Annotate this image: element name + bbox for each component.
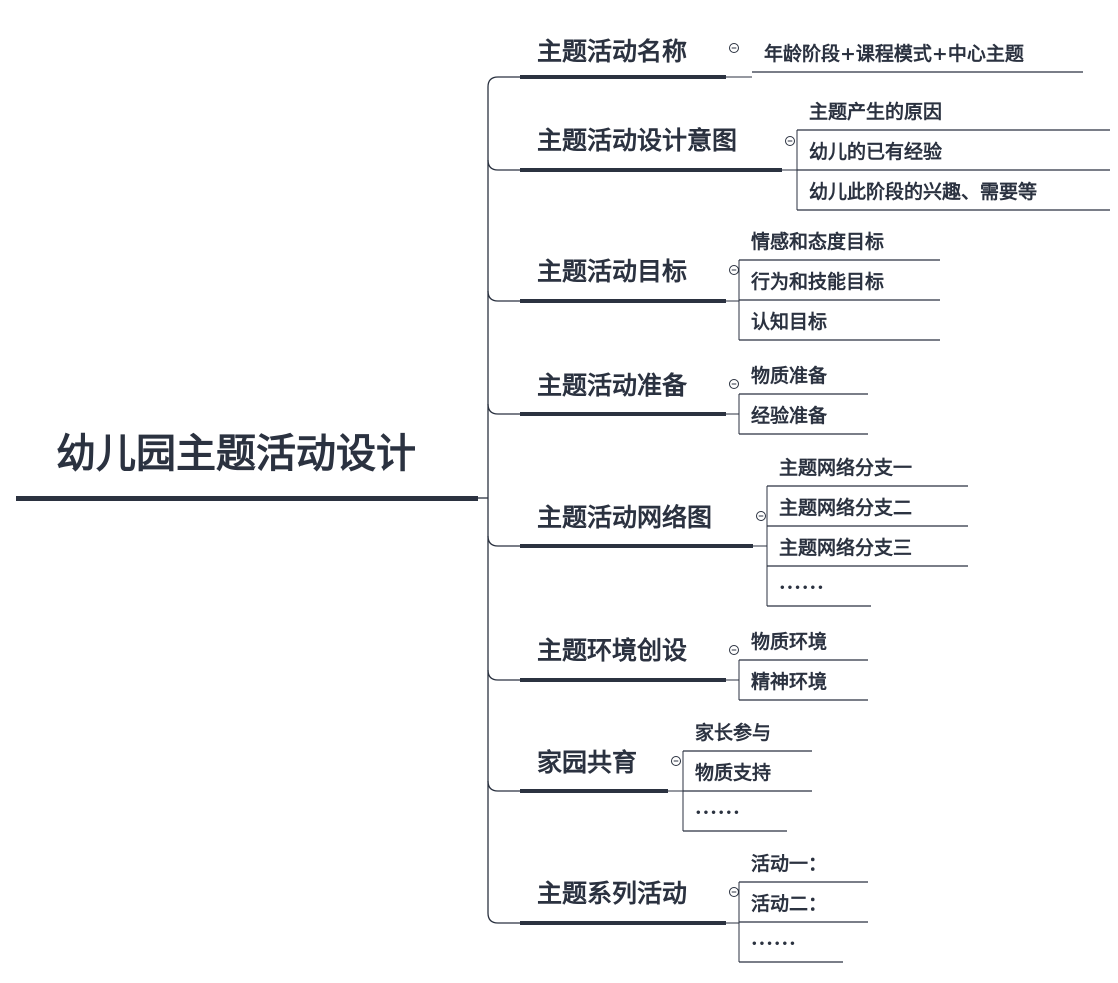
leaf-lines	[668, 71, 1110, 963]
leaf-label[interactable]: 物质支持	[695, 762, 772, 784]
collapse-circle-icon[interactable]	[729, 887, 739, 897]
leaf-label[interactable]: 幼儿此阶段的兴趣、需要等	[809, 181, 1038, 203]
branch-connector-5	[487, 535, 520, 547]
leaf-label[interactable]: 精神环境	[751, 671, 828, 693]
branch-underline-3	[520, 299, 726, 303]
branch-connector-6	[487, 669, 520, 681]
leaf-label[interactable]: 物质准备	[751, 365, 828, 387]
leaf-label[interactable]: 主题网络分支一	[779, 457, 913, 479]
collapse-circle-icon[interactable]	[729, 645, 739, 655]
branch-underline-5	[520, 544, 753, 548]
branch-underlines	[520, 75, 782, 925]
main-trunk	[487, 76, 499, 924]
leaf-label[interactable]: 活动二：	[751, 893, 828, 915]
branch-label-4[interactable]: 主题活动准备	[537, 371, 688, 400]
leaf-label[interactable]: 主题产生的原因	[809, 101, 943, 123]
branch-label-5[interactable]: 主题活动网络图	[537, 503, 713, 532]
root-underline	[16, 496, 478, 501]
branch-connector-3	[487, 290, 520, 302]
branch-underline-2	[520, 168, 782, 172]
branch-underline-7	[520, 789, 668, 793]
branch-label-6[interactable]: 主题环境创设	[537, 636, 688, 665]
leaf-label[interactable]: 物质环境	[751, 631, 828, 653]
leaf-label[interactable]: 经验准备	[751, 405, 828, 427]
branch-connectors	[487, 76, 520, 924]
branch-underline-1	[520, 75, 726, 79]
leaf-label[interactable]: 行为和技能目标	[751, 271, 885, 293]
branch-underline-8	[520, 921, 726, 925]
leaf-label[interactable]: 幼儿的已有经验	[809, 141, 943, 163]
branch-label-8[interactable]: 主题系列活动	[537, 879, 688, 908]
collapse-circle-icon[interactable]	[729, 43, 739, 53]
leaf-label[interactable]: 情感和态度目标	[751, 231, 885, 253]
leaf-label[interactable]: 活动一：	[751, 853, 828, 875]
collapse-circle-icon[interactable]	[785, 136, 795, 146]
branch-underline-6	[520, 678, 726, 682]
leaf-label[interactable]: ······	[751, 933, 797, 955]
branch-label-3[interactable]: 主题活动目标	[537, 257, 688, 286]
leaf-label[interactable]: 认知目标	[751, 311, 828, 333]
branch-connector-4	[487, 403, 520, 415]
leaf-label[interactable]: 年龄阶段+课程模式+中心主题	[764, 43, 1024, 65]
leaf-label[interactable]: 主题网络分支二	[779, 497, 913, 519]
branch-label-1[interactable]: 主题活动名称	[537, 37, 688, 66]
root-title[interactable]: 幼儿园主题活动设计	[56, 430, 416, 477]
collapse-circle-icon[interactable]	[756, 511, 766, 521]
branch-connector-7	[487, 780, 520, 792]
leaf-label[interactable]: 家长参与	[695, 722, 772, 744]
collapse-icons	[671, 43, 795, 897]
collapse-circle-icon[interactable]	[729, 379, 739, 389]
branch-underline-4	[520, 412, 726, 416]
branch-connector-2	[487, 159, 520, 171]
branch-label-2[interactable]: 主题活动设计意图	[537, 126, 738, 155]
leaf-label[interactable]: ······	[695, 802, 741, 824]
leaf-label[interactable]: 主题网络分支三	[779, 537, 913, 559]
branch-label-7[interactable]: 家园共育	[537, 748, 638, 777]
collapse-circle-icon[interactable]	[729, 265, 739, 275]
leaf-label[interactable]: ······	[779, 577, 825, 599]
collapse-circle-icon[interactable]	[671, 756, 681, 766]
